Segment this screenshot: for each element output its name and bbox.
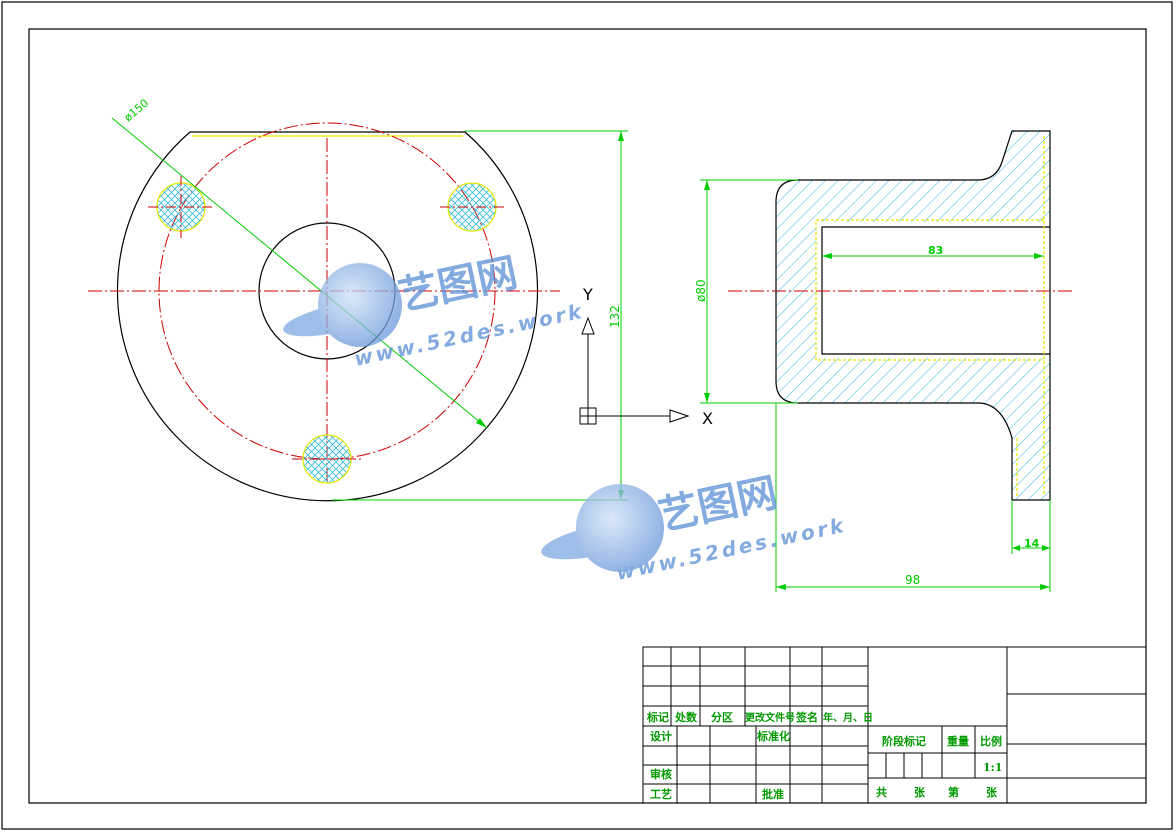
dim-diameter-line (111, 117, 488, 429)
tb-review-label: 审核 (650, 767, 672, 781)
section-hatch (776, 131, 1050, 500)
watermark-globe-icon (318, 263, 402, 347)
tb-weight-label: 重量 (947, 734, 969, 748)
dim-bore-label: ø80 (694, 279, 708, 302)
tb-stage-mark-label: 阶段标记 (882, 734, 926, 748)
watermark-2: 艺图网 www.52des.work (541, 470, 848, 585)
tb-standardization-label: 标准化 (756, 729, 790, 743)
tb-sheets-label-1: 张 (914, 785, 926, 799)
tb-sheets-label-2: 张 (986, 785, 998, 799)
ucs-y-label: Y (582, 285, 593, 304)
tb-zone-label: 分区 (711, 710, 733, 724)
tb-approve-label: 批准 (762, 787, 784, 801)
ucs-x-label: X (702, 409, 713, 428)
watermark-globe-icon (576, 484, 664, 572)
dim-arrow (704, 393, 710, 403)
bolt-hole-bottom (292, 434, 362, 484)
side-outer-contour (775, 130, 1051, 501)
bore-hidden-lines (815, 219, 1044, 361)
dim-arrow (1034, 253, 1044, 259)
tb-total-label: 共 (876, 785, 887, 799)
dim-total-length-label: 98 (905, 573, 920, 587)
dim-height-label: 132 (608, 305, 622, 328)
dim-diameter-label: ø150 (122, 97, 152, 125)
tb-scale-label: 比例 (980, 734, 1002, 748)
watermark-1: 艺图网 www.52des.work (283, 250, 586, 371)
title-block-labels: 标记 处数 分区 更改文件号 签名 年、月、日 设计 标准化 审核 工艺 批准 … (646, 710, 1002, 801)
front-outer-contour (116, 131, 539, 502)
bolt-hole-right (440, 182, 504, 232)
dim-arrow (776, 584, 786, 590)
tb-design-label: 设计 (650, 729, 672, 743)
tb-page-label: 第 (948, 785, 959, 799)
tb-mark-label: 标记 (646, 710, 669, 724)
dim-arrow (1040, 584, 1050, 590)
dim-arrow (476, 418, 487, 428)
tb-scale-value: 1:1 (983, 761, 1002, 774)
dim-arrow (1042, 545, 1050, 551)
front-view: ø150 132 (88, 97, 628, 502)
ucs-icon: Y X (579, 285, 713, 428)
tb-change-doc-label: 更改文件号 (745, 711, 795, 724)
dim-arrow (1012, 545, 1020, 551)
tb-count-label: 处数 (674, 710, 698, 724)
title-block (642, 646, 1147, 804)
dim-arrow (704, 180, 710, 190)
dim-arrow (822, 253, 832, 259)
drawing-frame (28, 28, 1147, 804)
bolt-hole-left (148, 176, 214, 238)
tb-date-label: 年、月、日 (823, 711, 873, 724)
dim-flange-label: 14 (1024, 537, 1040, 550)
watermark-brand: 艺图网 (395, 250, 522, 320)
dim-arrow (618, 131, 624, 141)
dim-inner-length-label: 83 (928, 244, 943, 257)
tb-process-label: 工艺 (650, 787, 672, 801)
tb-signature-label: 签名 (795, 710, 818, 724)
side-view: ø80 83 14 98 (694, 130, 1072, 592)
